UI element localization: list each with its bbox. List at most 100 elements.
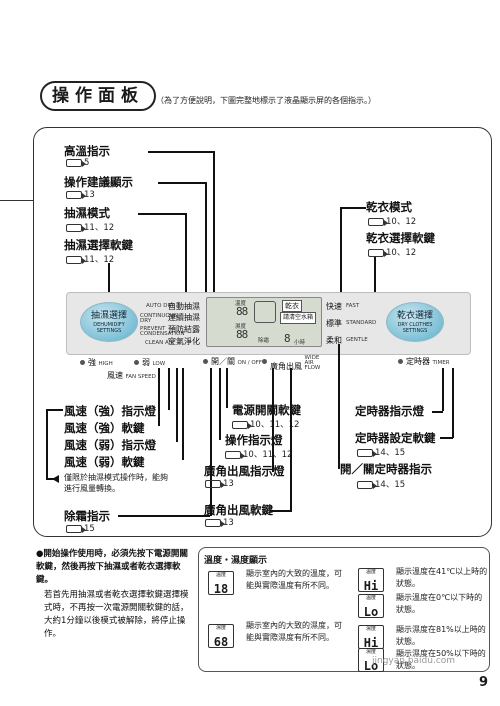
- hand-pointer-icon: [357, 448, 377, 457]
- leader-line: [340, 207, 366, 209]
- ref-defrost: 15: [66, 524, 95, 534]
- humidity-val: 68: [213, 635, 229, 649]
- leader-line: [185, 213, 187, 305]
- temp-lo-val: Lo: [363, 605, 379, 619]
- temp-lo-cap: 溫度: [365, 595, 376, 601]
- dry-clothes-select-button[interactable]: 乾衣選擇 DRY CLOTHES SETTINGS: [386, 302, 444, 342]
- hand-pointer-icon: [66, 158, 86, 167]
- humidity-hi-val: Hi: [363, 636, 379, 650]
- leader-line: [442, 368, 444, 411]
- timer-lamp: [398, 359, 403, 364]
- label-wide-lamp: 廣角出風指示燈: [204, 464, 285, 478]
- fan-weak-en: LOW: [152, 361, 166, 367]
- temp-hi-desc: 顯示溫度在41℃以上時的狀態。: [396, 567, 488, 588]
- label-fan-weak-key: 風速（弱）軟鍵: [64, 455, 145, 469]
- lcd-temp-caption: 溫度: [235, 301, 247, 307]
- mode-cn-continuous: 連續抽濕: [168, 313, 200, 322]
- lcd-chip-defrost: 除霜: [258, 338, 270, 344]
- dry-mode-fast: 快速: [326, 302, 342, 311]
- hand-pointer-icon: [66, 524, 86, 533]
- dry-mode-gentle: 柔和: [326, 336, 342, 345]
- timer-text: 定時器: [406, 357, 430, 366]
- label-operation-lamp: 操作指示燈: [225, 433, 283, 447]
- usage-notes: ●開始操作使用時，必須先按下電源開關軟鍵，然後再按下抽濕或者乾衣選擇軟鍵。 若首…: [36, 548, 194, 641]
- hand-pointer-icon: [232, 420, 252, 429]
- leader-line: [452, 368, 454, 438]
- leader-line: [290, 368, 292, 510]
- humidity-hi-cap: 濕度: [365, 626, 376, 632]
- leader-line: [226, 368, 228, 408]
- leader-line: [158, 182, 206, 184]
- section-title: 操作面板: [40, 81, 156, 111]
- leader-line: [46, 409, 48, 479]
- lcd-timer-value: 8: [284, 332, 291, 345]
- fan-speed-en: FAN SPEED: [125, 374, 156, 380]
- leader-line: [340, 207, 342, 303]
- ref-power-key: 10、11、12: [232, 418, 299, 430]
- wide-lamp: [262, 359, 267, 364]
- ref-high-temp: 5: [66, 158, 89, 168]
- leader-line: [213, 151, 215, 316]
- watermark: jingyan.baidu.com: [372, 656, 456, 666]
- humidity-lcd-sample: 濕度 68: [208, 624, 234, 649]
- label-dry-clothes-mode: 乾衣模式: [366, 200, 412, 214]
- fan-note: 僅限於抽濕模式操作時，能夠進行風量轉換。: [64, 473, 168, 493]
- hand-pointer-icon: [205, 479, 225, 488]
- section-note: （為了方便說明，下圖完整地標示了液晶顯示屏的各個指示。）: [156, 96, 376, 105]
- power-en: ON / OFF: [237, 360, 262, 366]
- label-fan-weak-lamp: 風速（弱）指示燈: [64, 438, 156, 452]
- fan-strong-lamp: [80, 360, 85, 365]
- ref-timer-onoff: 14、15: [357, 478, 405, 490]
- fan-speed-label: 風速 FAN SPEED: [107, 370, 156, 381]
- ref-wide-key: 13: [205, 518, 234, 528]
- leader-line: [118, 515, 210, 517]
- humidity-lo-desc: 顯示濕度在50%以下時的狀態。: [396, 649, 486, 670]
- leader-line: [46, 478, 56, 480]
- fan-strong-label[interactable]: 強 HIGH: [88, 357, 113, 368]
- temp-humidity-title: 溫度・濕度顯示: [204, 556, 268, 566]
- fan-weak-text: 弱: [142, 358, 150, 367]
- ref-wide-lamp: 13: [205, 479, 234, 489]
- leader-line: [205, 182, 207, 322]
- hand-pointer-icon: [357, 480, 377, 489]
- hand-pointer-icon: [368, 217, 388, 226]
- leader-line: [219, 368, 221, 440]
- ref-dry-clothes-mode: 10、12: [368, 215, 416, 227]
- fan-weak-lamp: [134, 360, 139, 365]
- temp-hi-cap: 溫度: [365, 569, 376, 575]
- humidity-cap: 濕度: [215, 625, 226, 631]
- label-fan-strong-key: 風速（強）軟鍵: [64, 421, 145, 435]
- label-fan-strong-lamp: 風速（強）指示燈: [64, 404, 156, 418]
- lcd-chip-dry: 乾衣: [282, 300, 302, 312]
- dehumidify-select-sub: DEHUMIDIFY SETTINGS: [93, 322, 125, 334]
- power-label[interactable]: 開／關 ON / OFF: [211, 356, 262, 367]
- humidity-lo-cap: 濕度: [365, 649, 376, 655]
- leader-line: [270, 510, 292, 512]
- leader-line: [46, 409, 63, 411]
- ref-dehumidify-select: 11、12: [66, 253, 114, 265]
- hand-pointer-icon: [66, 255, 86, 264]
- leader-line: [148, 151, 214, 153]
- ref-operation-advice: 13: [66, 190, 95, 200]
- dry-mode-fast-en: FAST: [346, 303, 360, 309]
- hand-pointer-icon: [66, 223, 86, 232]
- fan-strong-text: 強: [88, 358, 96, 367]
- label-high-temp: 高溫指示: [64, 144, 110, 158]
- humidity-desc: 顯示室內的大致的濕度，可能與實際濕度有所不同。: [246, 621, 342, 642]
- hand-pointer-icon: [205, 518, 225, 527]
- timer-label[interactable]: 定時器 TIMER: [406, 356, 450, 367]
- label-dry-clothes-select: 乾衣選擇軟鍵: [366, 231, 435, 245]
- ref-dehumidify-mode: 11、12: [66, 221, 114, 233]
- page-number: 9: [478, 675, 488, 690]
- fan-weak-label[interactable]: 弱 LOW: [142, 357, 165, 368]
- dry-mode-standard: 標準: [326, 319, 342, 328]
- dehumidify-select-button[interactable]: 抽濕選擇 DEHUMIDIFY SETTINGS: [80, 302, 138, 342]
- label-operation-advice: 操作建議顯示: [64, 175, 133, 189]
- hand-pointer-icon: [368, 248, 388, 257]
- wide-airflow-label[interactable]: 廣角出風 WIDE AIR FLOW: [270, 355, 327, 372]
- leader-line: [338, 344, 340, 469]
- mode-en-clean: CLEAN AIR: [145, 340, 175, 346]
- humidity-hi-desc: 顯示濕度在81%以上時的狀態。: [396, 625, 486, 646]
